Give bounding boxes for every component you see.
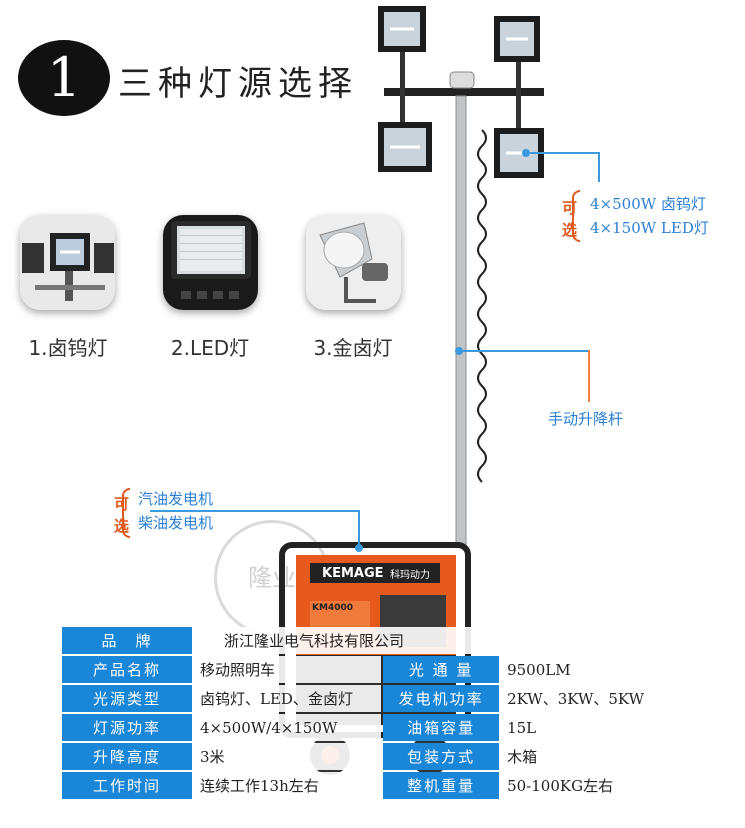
table-row: 产品名称 移动照明车 光 通 量 9500LM: [62, 656, 670, 683]
callout-dot: [522, 149, 530, 157]
spec-label: 灯源功率: [62, 714, 192, 741]
lamp-option-1: 4×500W 卤钨灯: [590, 195, 706, 213]
spec-label-brand: 品 牌: [62, 627, 192, 654]
callout-dot: [455, 347, 463, 355]
spec-label: 工作时间: [62, 772, 192, 799]
optional-bracket: [122, 488, 130, 538]
spec-label: 发电机功率: [383, 685, 500, 712]
spec-label: 整机重量: [383, 772, 500, 799]
generator-option-1: 汽油发电机: [138, 490, 214, 508]
callout-line: [598, 152, 600, 182]
table-row: 品 牌 浙江隆业电气科技有限公司: [62, 627, 670, 654]
callout-line: [588, 350, 590, 402]
floodlight-icon: [378, 6, 426, 52]
spec-value: 3米: [194, 743, 382, 770]
spec-label: 包装方式: [383, 743, 500, 770]
optional-bracket: [572, 190, 580, 242]
spec-label: 光源类型: [62, 685, 192, 712]
halogen-lamp-card[interactable]: [20, 215, 115, 310]
table-row: 光源类型 卤钨灯、LED、金卤灯 发电机功率 2KW、3KW、5KW: [62, 685, 670, 712]
callout-line: [150, 510, 360, 512]
spec-value: 移动照明车: [194, 656, 382, 683]
callout-line: [462, 350, 590, 352]
metal-halide-lamp-label: 3.金卤灯: [313, 336, 393, 360]
callout-line: [530, 152, 600, 154]
spec-label: 油箱容量: [383, 714, 500, 741]
spec-value: 2KW、3KW、5KW: [501, 685, 670, 712]
spec-value-brand: 浙江隆业电气科技有限公司: [194, 627, 670, 654]
spec-value: 卤钨灯、LED、金卤灯: [194, 685, 382, 712]
floodlight-icon: [494, 128, 544, 178]
spec-value: 连续工作13h左右: [194, 772, 382, 799]
spec-table: 品 牌 浙江隆业电气科技有限公司 产品名称 移动照明车 光 通 量 9500LM…: [60, 625, 672, 801]
generator-model: KM4000: [312, 603, 353, 613]
table-row: 灯源功率 4×500W/4×150W 油箱容量 15L: [62, 714, 670, 741]
spec-value: 4×500W/4×150W: [194, 714, 382, 741]
spec-label: 产品名称: [62, 656, 192, 683]
metal-halide-lamp-icon: [306, 215, 401, 310]
section-title: 三种灯源选择: [118, 64, 358, 104]
spec-label: 升降高度: [62, 743, 192, 770]
led-lamp-card[interactable]: [163, 215, 258, 310]
spec-label: 光 通 量: [383, 656, 500, 683]
metal-halide-lamp-card[interactable]: [306, 215, 401, 310]
spec-value: 50-100KG左右: [501, 772, 670, 799]
floodlight-icon: [378, 122, 432, 172]
halogen-lamp-icon: [20, 215, 115, 310]
lamp-option-2: 4×150W LED灯: [590, 219, 709, 237]
section-number-badge: 1: [18, 40, 110, 116]
generator-brand-cn: 科玛动力: [390, 570, 430, 581]
callout-line: [358, 510, 360, 546]
spec-value: 木箱: [501, 743, 670, 770]
optional-label: 可选: [562, 199, 578, 239]
callout-dot: [355, 544, 363, 552]
spec-value: 15L: [501, 714, 670, 741]
light-tower-illustration: [378, 6, 544, 547]
spec-value: 9500LM: [501, 656, 670, 683]
floodlight-icon: [494, 16, 540, 62]
mast-label: 手动升降杆: [548, 410, 624, 428]
halogen-lamp-label: 1.卤钨灯: [28, 336, 108, 360]
optional-label: 可选: [114, 495, 130, 535]
generator-brand: KEMAGE: [322, 566, 384, 581]
table-row: 升降高度 3米 包装方式 木箱: [62, 743, 670, 770]
table-row: 工作时间 连续工作13h左右 整机重量 50-100KG左右: [62, 772, 670, 799]
led-lamp-label: 2.LED灯: [170, 336, 250, 360]
generator-option-2: 柴油发电机: [138, 514, 214, 532]
led-panel-icon: [163, 215, 258, 310]
